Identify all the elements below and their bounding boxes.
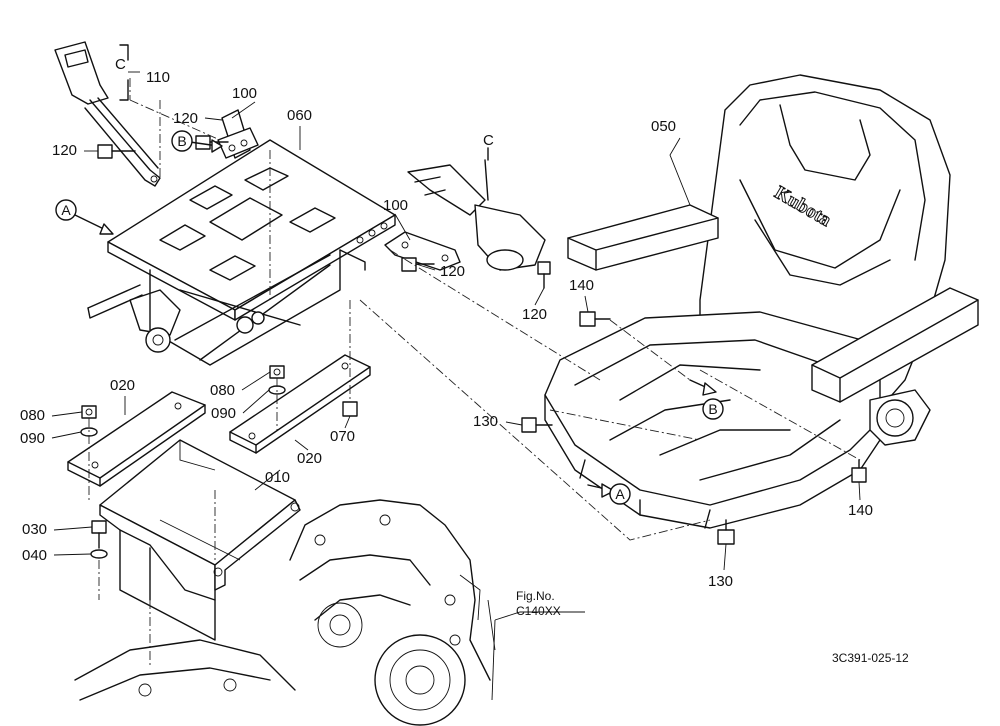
bolt-120-a bbox=[97, 144, 136, 159]
part-label-110: 110 bbox=[146, 69, 170, 86]
part-labels: 110 100 120 120 060 100 120 120 050 140 … bbox=[20, 69, 873, 590]
svg-text:A: A bbox=[61, 202, 71, 218]
part-label-140-top: 140 bbox=[569, 277, 594, 294]
part-label-050: 050 bbox=[651, 118, 676, 135]
part-label-030: 030 bbox=[22, 521, 47, 538]
seat-belt-buckle-110 bbox=[54, 41, 161, 187]
bolt-130-a bbox=[521, 417, 553, 433]
part-label-120-mid: 120 bbox=[440, 263, 465, 280]
reference-c-right: C bbox=[483, 132, 494, 149]
seat-050: Kubota bbox=[544, 74, 979, 529]
part-label-090-right: 090 bbox=[211, 405, 236, 422]
part-label-120-right: 120 bbox=[522, 306, 547, 323]
drawing-number: 3C391-025-12 bbox=[832, 651, 909, 665]
bolt-120-b bbox=[195, 135, 229, 150]
part-label-100-left: 100 bbox=[232, 85, 257, 102]
bolt-140-b bbox=[851, 459, 867, 483]
washer-040 bbox=[90, 549, 108, 559]
figure-ref-line2: C140XX bbox=[516, 604, 561, 618]
plate-020-right bbox=[229, 354, 371, 454]
part-label-040: 040 bbox=[22, 547, 47, 564]
nut-080-a bbox=[81, 405, 97, 419]
svg-text:A: A bbox=[615, 486, 625, 502]
part-label-020-left: 020 bbox=[110, 377, 135, 394]
part-label-010: 010 bbox=[265, 469, 290, 486]
bracket-100-left bbox=[217, 109, 259, 159]
bolt-030 bbox=[91, 520, 107, 549]
part-label-080-right: 080 bbox=[210, 382, 235, 399]
reference-c-left: C bbox=[115, 56, 126, 73]
bolt-120-d bbox=[537, 261, 551, 289]
circled-reference-b-left: B bbox=[171, 130, 193, 152]
reference-arrows bbox=[74, 44, 717, 498]
part-label-060: 060 bbox=[287, 107, 312, 124]
part-label-020-right: 020 bbox=[297, 450, 322, 467]
part-label-130-left: 130 bbox=[473, 413, 498, 430]
circled-reference-a-left: A bbox=[55, 199, 77, 221]
seat-suspension-060 bbox=[87, 139, 396, 366]
label-leaders bbox=[51, 101, 861, 571]
part-label-140-bottom: 140 bbox=[848, 502, 873, 519]
nut-080-b bbox=[269, 365, 285, 379]
seat-belt-c bbox=[407, 159, 546, 271]
nut-070 bbox=[342, 401, 358, 417]
part-label-130-bottom: 130 bbox=[708, 573, 733, 590]
bolt-130-b bbox=[717, 519, 735, 545]
bracket-010 bbox=[99, 439, 301, 641]
bolt-140-a bbox=[579, 311, 611, 327]
circled-reference-b-right: B bbox=[702, 398, 724, 420]
transmission-housing bbox=[74, 499, 496, 726]
part-label-080-left: 080 bbox=[20, 407, 45, 424]
figure-ref-line1: Fig.No. bbox=[516, 589, 555, 603]
circled-reference-a-right: A bbox=[609, 483, 631, 505]
svg-text:B: B bbox=[177, 133, 186, 149]
svg-text:B: B bbox=[708, 401, 717, 417]
part-label-120-left: 120 bbox=[52, 142, 77, 159]
plate-020-left bbox=[67, 391, 206, 487]
part-label-120-top: 120 bbox=[173, 110, 198, 127]
bolt-120-c bbox=[401, 257, 435, 272]
fasteners bbox=[80, 135, 867, 559]
part-label-090-left: 090 bbox=[20, 430, 45, 447]
assembly-lines bbox=[88, 78, 861, 701]
part-label-100-right: 100 bbox=[383, 197, 408, 214]
part-label-070: 070 bbox=[330, 428, 355, 445]
